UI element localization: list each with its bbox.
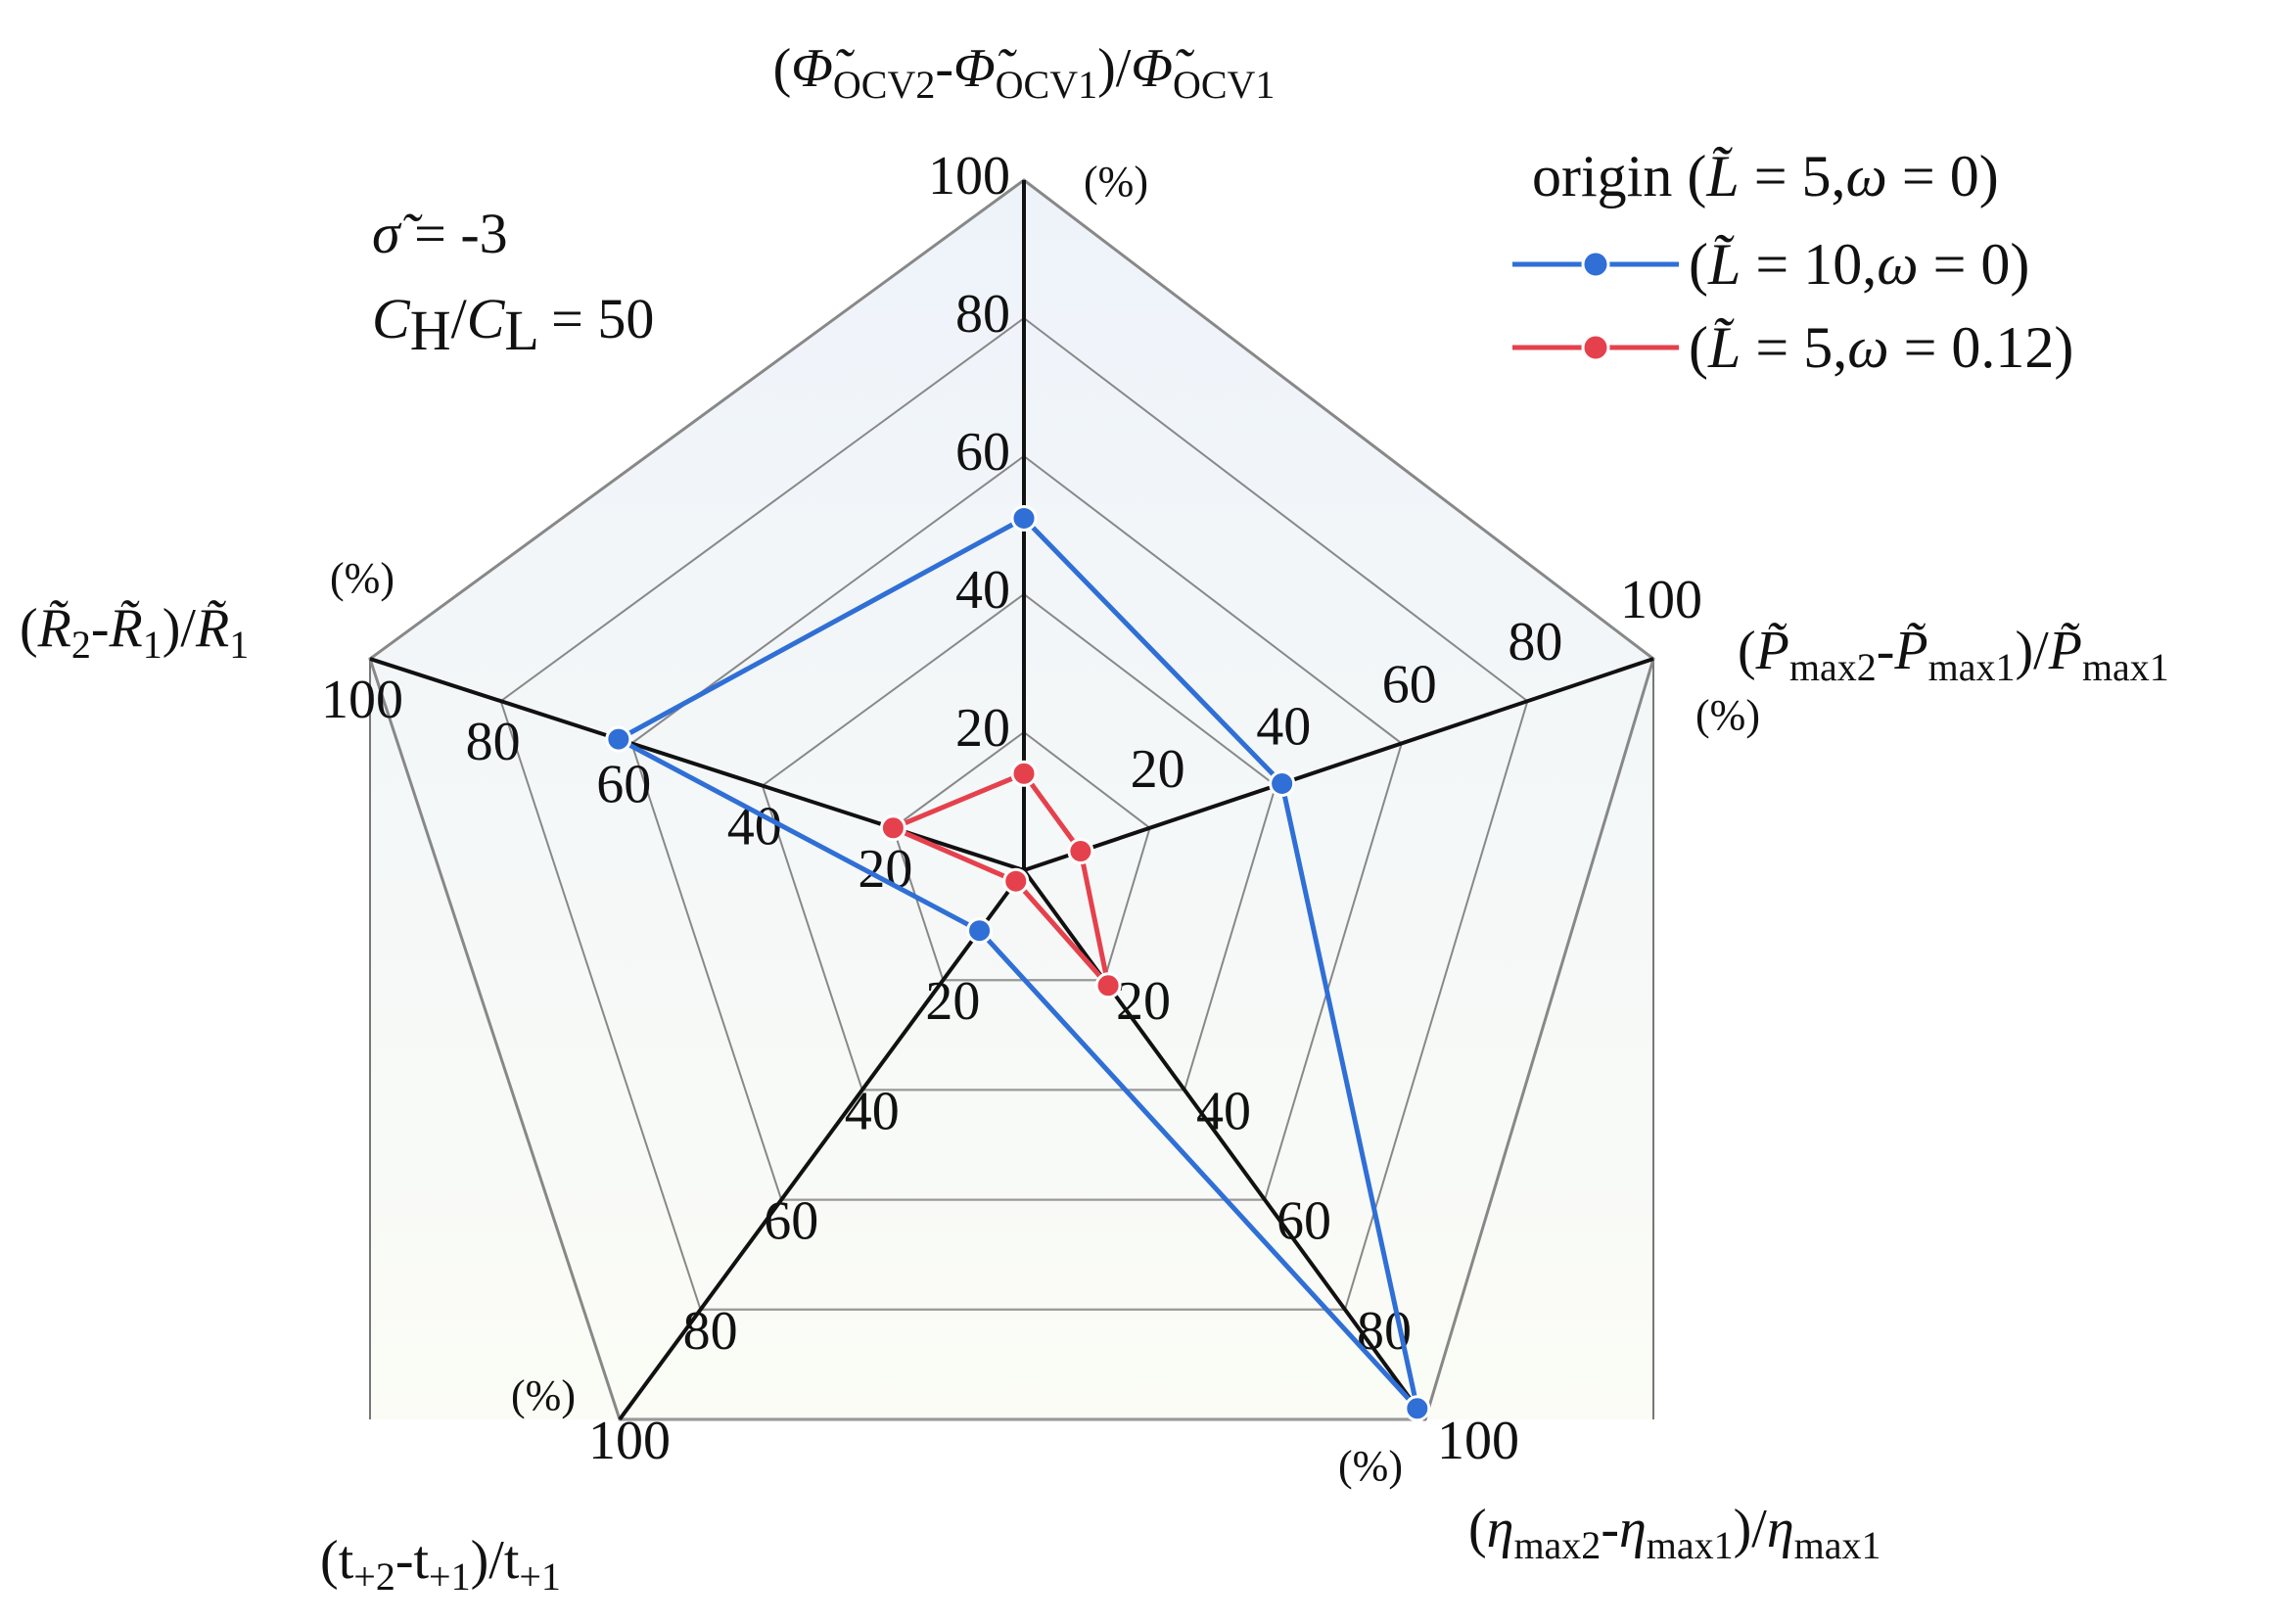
tick-label: 80 bbox=[955, 284, 1010, 345]
data-point bbox=[1269, 769, 1296, 797]
tick-label: 40 bbox=[845, 1081, 900, 1141]
tick-label: 100 bbox=[321, 670, 403, 730]
axis-title-tplus: (t+2-t+1)/t+1 bbox=[320, 1530, 561, 1599]
tick-label: 80 bbox=[683, 1301, 738, 1362]
axis-unit-ocv: (%) bbox=[1084, 158, 1148, 206]
axis-unit-eta: (%) bbox=[1338, 1442, 1403, 1490]
tick-label: 100 bbox=[1437, 1411, 1519, 1471]
tick-label: 60 bbox=[1277, 1191, 1331, 1252]
legend: origin (L̃ = 5,ω = 0) (L̃ = 10,ω = 0) (L̃ … bbox=[1512, 144, 2073, 380]
data-series bbox=[605, 504, 1431, 1422]
tick-label: 40 bbox=[1196, 1081, 1251, 1141]
data-point bbox=[1404, 1395, 1431, 1422]
legend-label-1: (L̃ = 10,ω = 0) bbox=[1689, 232, 2029, 297]
axis-spoke-pmax bbox=[1023, 657, 1654, 872]
data-point bbox=[605, 725, 632, 753]
radar-grid bbox=[368, 178, 1655, 1421]
tick-label: 60 bbox=[596, 754, 651, 814]
tick-label: 100 bbox=[928, 146, 1010, 207]
tick-label: 60 bbox=[955, 422, 1010, 483]
data-point bbox=[966, 917, 994, 945]
axis-labels: (Φ̃OCV2-Φ̃OCV1)/Φ̃OCV1(%)(P̃max2-P̃max1)… bbox=[20, 38, 2169, 1599]
axis-spoke-eta bbox=[1022, 868, 1427, 1421]
tick-label: 20 bbox=[1131, 739, 1185, 800]
axis-unit-pmax: (%) bbox=[1695, 691, 1760, 739]
data-point bbox=[1094, 972, 1122, 999]
axis-spoke-tplus bbox=[618, 868, 1026, 1421]
backdrop-fill bbox=[370, 180, 1653, 1419]
axis-title-pmax: (P̃max2-P̃max1)/P̃max1 bbox=[1738, 621, 2169, 689]
tick-label: 20 bbox=[955, 698, 1010, 759]
data-point bbox=[1067, 838, 1094, 865]
tick-label: 20 bbox=[1116, 971, 1171, 1032]
tick-label: 100 bbox=[588, 1411, 671, 1471]
tick-label: 40 bbox=[1256, 697, 1311, 758]
annotation-sigma: σ̃ = -3 bbox=[372, 202, 508, 265]
tick-labels: 2040608010020406080100204060801002040608… bbox=[321, 146, 1702, 1471]
axis-title-eta: (ηmax2-ηmax1)/ηmax1 bbox=[1468, 1499, 1881, 1567]
axis-title-resist: (R̃2-R̃1)/R̃1 bbox=[20, 598, 249, 667]
data-point bbox=[879, 814, 906, 842]
data-point bbox=[1010, 504, 1038, 532]
tick-label: 40 bbox=[727, 797, 782, 858]
axis-unit-resist: (%) bbox=[330, 554, 395, 602]
annotations: σ̃ = -3 CH/CL = 50 bbox=[372, 202, 654, 362]
tick-label: 80 bbox=[1508, 612, 1562, 673]
axis-title-ocv: (Φ̃OCV2-Φ̃OCV1)/Φ̃OCV1 bbox=[773, 38, 1276, 107]
data-point bbox=[1002, 867, 1030, 895]
data-point bbox=[1010, 760, 1038, 787]
axis-unit-tplus: (%) bbox=[511, 1371, 576, 1419]
legend-label-0: origin (L̃ = 5,ω = 0) bbox=[1532, 144, 1999, 209]
annotation-concentration-ratio: CH/CL = 50 bbox=[372, 287, 654, 362]
tick-label: 40 bbox=[955, 560, 1010, 621]
tick-label: 20 bbox=[925, 971, 980, 1032]
tick-label: 100 bbox=[1620, 570, 1702, 630]
tick-label: 80 bbox=[466, 712, 521, 772]
legend-marker bbox=[1581, 333, 1610, 362]
legend-label-2: (L̃ = 5,ω = 0.12) bbox=[1689, 315, 2073, 380]
series-line-2 bbox=[890, 770, 1111, 989]
legend-marker bbox=[1581, 250, 1610, 279]
tick-label: 60 bbox=[1382, 654, 1437, 715]
series-line-1 bbox=[616, 516, 1420, 1412]
tick-label: 60 bbox=[764, 1191, 818, 1252]
back-frame bbox=[369, 180, 1654, 1419]
